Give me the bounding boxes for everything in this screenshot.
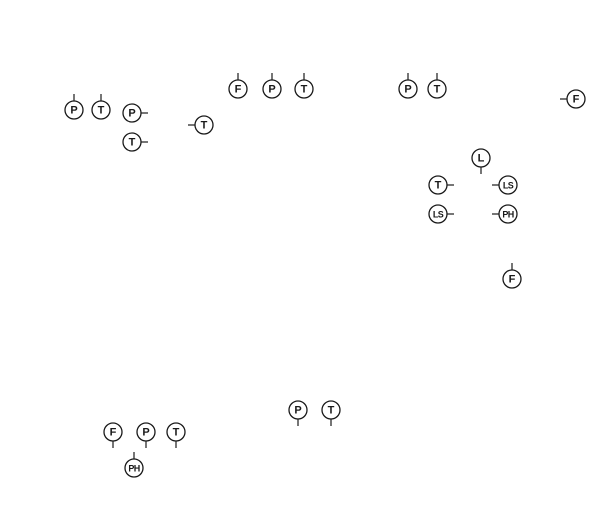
instrument-pressure-symbol: P xyxy=(262,73,282,99)
instrument-label: T xyxy=(328,405,335,417)
instrument-label: PH xyxy=(128,464,139,474)
instrument-label: P xyxy=(268,84,275,96)
instrument-ph-symbol: PH xyxy=(492,204,518,224)
instrument-label: L xyxy=(478,153,485,165)
instrument-label: F xyxy=(110,427,117,439)
instrument-bubble xyxy=(498,204,518,224)
instrument-label: P xyxy=(294,405,301,417)
instrument-bubble xyxy=(566,89,586,109)
instrument-bubble xyxy=(122,132,142,152)
instrument-flow-symbol: F xyxy=(560,89,586,109)
instrument-label: T xyxy=(301,84,308,96)
instrument-bubble xyxy=(136,422,156,442)
instrument-label: T xyxy=(98,105,105,117)
instrument-temperature-symbol: T xyxy=(122,132,148,152)
instrument-bubble xyxy=(262,79,282,99)
instrument-label: P xyxy=(70,105,77,117)
instrument-pressure-symbol: P xyxy=(136,422,156,448)
instrument-label: T xyxy=(129,137,136,149)
instrument-bubble xyxy=(228,79,248,99)
instrument-bubble xyxy=(124,458,144,478)
instrument-flow-symbol: F xyxy=(502,263,522,289)
instrument-bubble xyxy=(321,400,341,420)
instrument-flow-symbol: F xyxy=(103,422,123,448)
instrument-bubble xyxy=(288,400,308,420)
instrument-pressure-symbol: P xyxy=(288,400,308,426)
instrument-bubble xyxy=(428,175,448,195)
instrument-label: LS xyxy=(503,181,514,191)
instrument-pressure-symbol: P xyxy=(122,103,148,123)
instrument-temperature-symbol: T xyxy=(91,94,111,120)
instrument-flow-symbol: F xyxy=(228,73,248,99)
instrument-bubble xyxy=(294,79,314,99)
instrument-pressure-symbol: P xyxy=(398,73,418,99)
instrument-temperature-symbol: T xyxy=(428,175,454,195)
instrument-bubble xyxy=(122,103,142,123)
instrument-temperature-symbol: T xyxy=(321,400,341,426)
instrument-label: LS xyxy=(433,210,444,220)
instrument-bubble xyxy=(498,175,518,195)
instrument-label: P xyxy=(128,108,135,120)
instrument-label: F xyxy=(509,274,516,286)
instrument-level-switch-symbol: LS xyxy=(428,204,454,224)
instrument-ph-symbol: PH xyxy=(124,452,144,478)
instrument-temperature-symbol: T xyxy=(294,73,314,99)
instrument-bubble xyxy=(398,79,418,99)
instrument-label: T xyxy=(173,427,180,439)
instrument-bubble xyxy=(103,422,123,442)
instrument-bubble xyxy=(428,204,448,224)
instrument-bubble xyxy=(427,79,447,99)
instrument-label: P xyxy=(142,427,149,439)
instrument-pressure-symbol: P xyxy=(64,94,84,120)
instrument-label: PH xyxy=(502,210,513,220)
instrument-label: T xyxy=(434,84,441,96)
instrument-label: P xyxy=(404,84,411,96)
instrument-temperature-symbol: T xyxy=(427,73,447,99)
instrument-label: F xyxy=(573,94,580,106)
instrument-label: F xyxy=(235,84,242,96)
instrument-bubble xyxy=(471,148,491,168)
instrument-temperature-symbol: T xyxy=(188,115,214,135)
instrument-bubble xyxy=(64,100,84,120)
instrument-level-symbol: L xyxy=(471,148,491,174)
instrument-label: T xyxy=(201,120,208,132)
instrument-bubble xyxy=(194,115,214,135)
instrument-temperature-symbol: T xyxy=(166,422,186,448)
instrument-level-switch-symbol: LS xyxy=(492,175,518,195)
instrument-bubble xyxy=(166,422,186,442)
instrument-bubble xyxy=(91,100,111,120)
instrument-bubble xyxy=(502,269,522,289)
instrument-label: T xyxy=(435,180,442,192)
